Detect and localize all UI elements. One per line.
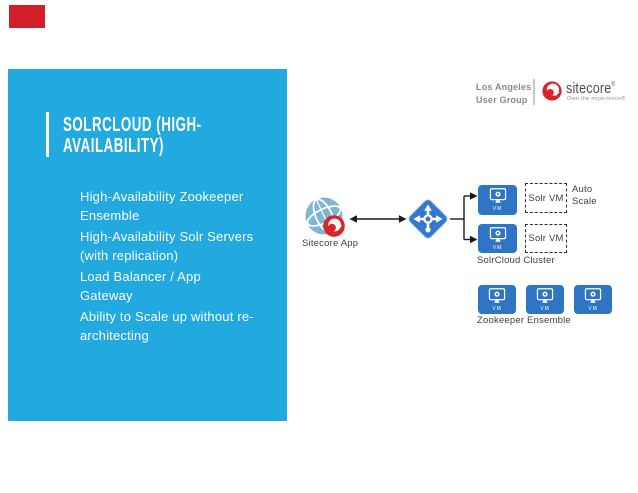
auto-scale-label: Auto Scale xyxy=(572,184,597,207)
zookeeper-vm-node: VM xyxy=(574,285,612,314)
title-panel: SOLRCLOUD (HIGH- AVAILABILITY) High-Avai… xyxy=(8,69,287,421)
solr-vm-node: VM xyxy=(478,185,517,215)
vm-label: VM xyxy=(540,305,550,312)
brand-tagline: Own the experience® xyxy=(567,95,626,102)
bullet-item: Ability to Scale up without re- architec… xyxy=(80,309,254,343)
bullet-item: High-Availability Zookeeper Ensemble xyxy=(80,189,244,223)
brand-wordmark: sitecore® xyxy=(566,80,616,97)
bullet-item: Load Balancer / App Gateway xyxy=(80,269,201,303)
vm-monitor-icon xyxy=(584,287,602,303)
solr-vm-autoscale-slot: Solr VM xyxy=(525,224,567,253)
bullet-list: High-Availability Zookeeper Ensemble Hig… xyxy=(80,187,288,347)
header-divider xyxy=(533,79,535,105)
user-group-name: Los Angeles User Group xyxy=(476,82,532,105)
accent-bar xyxy=(9,5,45,28)
sitecore-ring-icon xyxy=(323,215,345,237)
vm-label: VM xyxy=(492,305,502,312)
vm-monitor-icon xyxy=(536,287,554,303)
slide-title-line2: AVAILABILITY) xyxy=(63,134,165,157)
app-label: Sitecore App xyxy=(302,238,359,249)
bullet-item: High-Availability Solr Servers (with rep… xyxy=(80,229,254,263)
registered-mark: ® xyxy=(611,82,616,88)
zookeeper-vm-node: VM xyxy=(526,285,564,314)
slide-title: SOLRCLOUD (HIGH- AVAILABILITY) xyxy=(63,114,202,156)
slide-title-line1: SOLRCLOUD (HIGH- xyxy=(63,113,202,136)
zookeeper-vm-node: VM xyxy=(478,285,516,314)
load-balancer-icon xyxy=(408,199,448,239)
solrcloud-cluster-label: SolrCloud Cluster xyxy=(477,255,555,266)
vm-monitor-icon xyxy=(488,287,506,303)
solr-vm-node: VM xyxy=(478,224,517,253)
vm-label: VM xyxy=(588,305,598,312)
solr-vm-autoscale-slot: Solr VM xyxy=(525,183,567,213)
title-rule xyxy=(46,112,49,157)
zookeeper-ensemble-label: Zookeeper Ensemble xyxy=(477,315,571,326)
vm-monitor-icon xyxy=(489,226,506,242)
vm-label: VM xyxy=(492,205,503,212)
sitecore-logo-icon xyxy=(542,81,562,101)
vm-label: VM xyxy=(492,244,503,251)
vm-monitor-icon xyxy=(489,187,506,203)
